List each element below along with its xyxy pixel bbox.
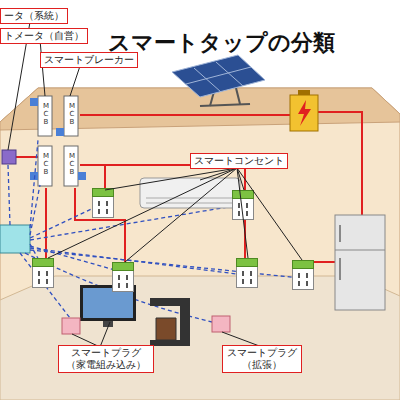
data-line [8,140,300,322]
diagram-title: スマートタップの分類 [108,28,335,58]
callout-text: トメータ（自営） [4,30,84,42]
breaker-label: MCB [42,102,50,126]
callout-box: スマートブレーカー [40,52,138,68]
smart-plug [212,316,230,332]
callout-box: スマートプラグ （拡張） [222,345,302,373]
coffee-maker [150,298,190,346]
callout-box: トメータ（自営） [0,28,88,44]
callout-text: ータ（系統） [4,10,64,22]
air-conditioner [140,178,240,208]
breaker-label: MCB [42,152,50,176]
breaker-label: MCB [68,102,76,126]
callout-text: スマートブレーカー [44,54,134,66]
breaker-label: MCB [68,152,76,176]
callout-box: スマートプラグ （家電組み込み） [58,345,154,373]
refrigerator [335,215,385,310]
battery-storage [290,90,318,131]
callout-text: スマートプラグ （拡張） [226,347,298,371]
callout-text: スマートコンセント [194,155,284,167]
meter-box [2,150,16,164]
callout-box: スマートコンセント [190,153,288,169]
callout-text: スマートプラグ （家電組み込み） [62,347,150,371]
smart-plug [62,318,80,334]
leader-line [8,22,302,347]
solar-panel [172,55,265,106]
gateway-box [0,225,30,253]
callout-box: ータ（系統） [0,8,68,24]
house-wall [0,88,400,400]
smart-outlet [33,189,314,292]
